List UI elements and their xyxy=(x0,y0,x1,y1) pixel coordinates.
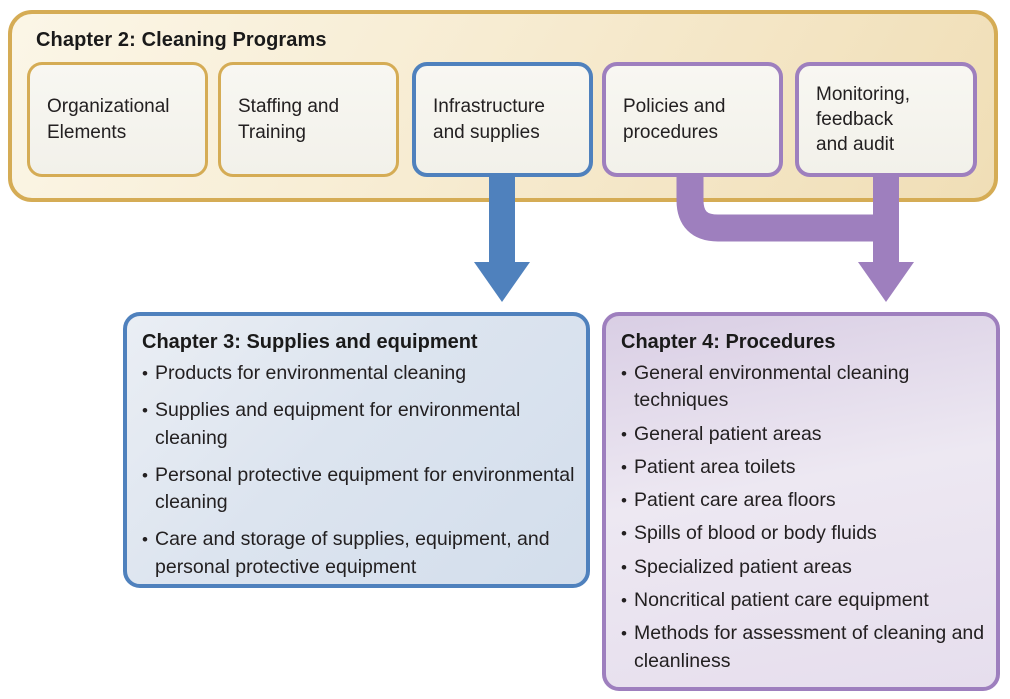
bullet-item: Spills of blood or body fluids xyxy=(619,520,986,547)
bullet-item: Care and storage of supplies, equipment,… xyxy=(140,526,576,581)
chapter2-title: Chapter 2: Cleaning Programs xyxy=(36,29,327,51)
bullet-item: Patient care area floors xyxy=(619,487,986,514)
chapter2-item-policies-and-procedures: Policies and procedures xyxy=(602,62,783,177)
chapter2-item-staffing-and-training: Staffing and Training xyxy=(218,62,399,177)
chapter4-title: Chapter 4: Procedures xyxy=(621,331,836,353)
item-label: Monitoring, feedback and audit xyxy=(816,83,910,156)
bullet-item: Patient area toilets xyxy=(619,454,986,481)
bullet-item: Specialized patient areas xyxy=(619,554,986,581)
chapter3-title: Chapter 3: Supplies and equipment xyxy=(142,331,478,353)
item-label: Policies and procedures xyxy=(623,96,726,143)
bullet-item: General environmental cleaning technique… xyxy=(619,360,986,415)
chapter4-bullet-list: General environmental cleaning technique… xyxy=(619,360,986,675)
bullet-item: Noncritical patient care equipment xyxy=(619,587,986,614)
bullet-item: Methods for assessment of cleaning and c… xyxy=(619,620,986,675)
chapter3-box: Chapter 3: Supplies and equipment Produc… xyxy=(123,312,590,588)
bullet-item: Supplies and equipment for environmental… xyxy=(140,397,576,452)
bullet-item: Products for environmental cleaning xyxy=(140,360,576,387)
item-label: Infrastructure and supplies xyxy=(433,96,545,143)
chapter3-bullet-list: Products for environmental cleaning Supp… xyxy=(140,360,576,581)
chapter4-box: Chapter 4: Procedures General environmen… xyxy=(602,312,1000,691)
chapter2-item-infrastructure-and-supplies: Infrastructure and supplies xyxy=(412,62,593,177)
chapter2-item-organizational-elements: Organizational Elements xyxy=(27,62,208,177)
chapter2-item-monitoring-feedback-audit: Monitoring, feedback and audit xyxy=(795,62,977,177)
bullet-item: General patient areas xyxy=(619,421,986,448)
item-label: Staffing and Training xyxy=(238,96,340,143)
item-label: Organizational Elements xyxy=(47,96,170,143)
bullet-item: Personal protective equipment for enviro… xyxy=(140,462,576,517)
